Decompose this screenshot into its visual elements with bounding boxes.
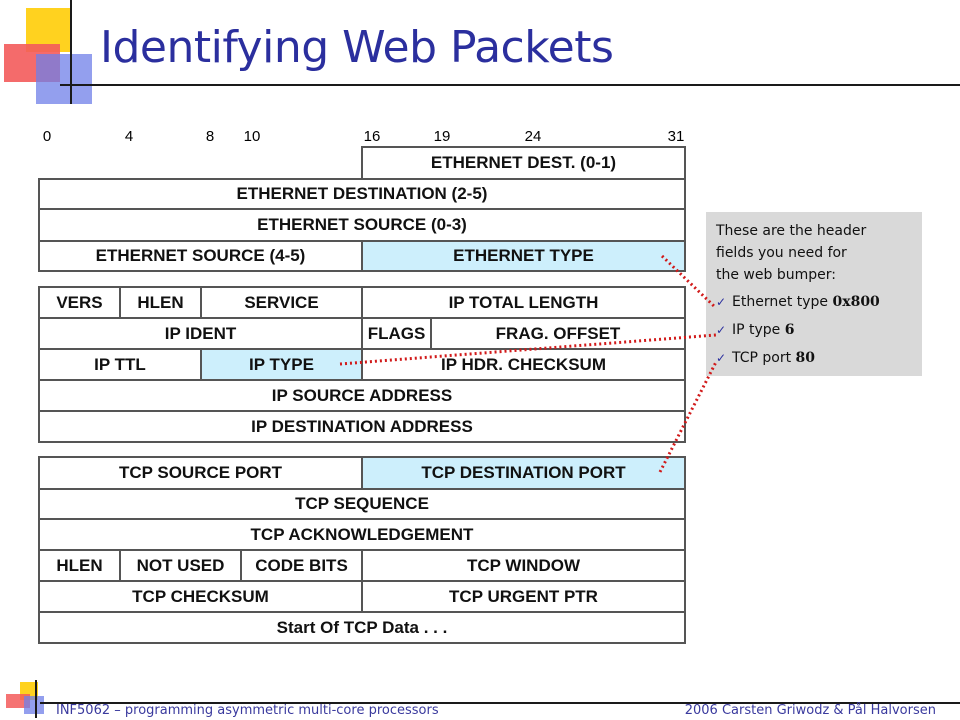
footer-left: INF5062 – programming asymmetric multi-c… (56, 703, 439, 718)
check-icon: ✓ (716, 351, 727, 365)
page-title: Identifying Web Packets (100, 22, 614, 73)
tcp-window: TCP WINDOW (361, 549, 686, 582)
ip-service: SERVICE (200, 286, 363, 319)
callout-item-value: 80 (795, 350, 816, 366)
bit-label: 24 (524, 128, 542, 145)
ip-vers: VERS (38, 286, 121, 319)
callout-intro: These are the header fields you need for… (716, 220, 912, 286)
ip-destination-address: IP DESTINATION ADDRESS (38, 410, 686, 443)
callout-item-ethernet-type: ✓ Ethernet type 0x800 (716, 288, 912, 316)
bit-label: 0 (42, 128, 52, 145)
callout-item-value: 6 (784, 322, 795, 338)
tcp-checksum: TCP CHECKSUM (38, 580, 363, 613)
footer-logo-line (35, 680, 37, 718)
ethernet-dest-0-1: ETHERNET DEST. (0-1) (361, 146, 686, 180)
logo-vertical-line (70, 0, 72, 104)
ip-flags: FLAGS (361, 317, 432, 350)
ethernet-destination-2-5: ETHERNET DESTINATION (2-5) (38, 178, 686, 210)
bit-label: 10 (243, 128, 261, 145)
callout-item-value: 0x800 (832, 294, 880, 310)
ip-total-length: IP TOTAL LENGTH (361, 286, 686, 319)
bit-label: 31 (667, 128, 685, 145)
connector-ip-type (339, 333, 717, 366)
bit-label: 4 (124, 128, 134, 145)
footer-right: 2006 Carsten Griwodz & Pål Halvorsen (684, 703, 936, 718)
tcp-hlen: HLEN (38, 549, 121, 582)
bit-label: 19 (433, 128, 451, 145)
bit-label: 8 (205, 128, 215, 145)
logo-blue-square (36, 54, 92, 104)
callout-item-label: IP type (732, 322, 785, 338)
tcp-sequence: TCP SEQUENCE (38, 488, 686, 520)
ip-type-field: IP TYPE (200, 348, 363, 381)
check-icon: ✓ (716, 323, 727, 337)
title-rule (60, 84, 960, 86)
callout-item-label: TCP port (732, 350, 796, 366)
callout-intro-line: These are the header (716, 223, 867, 239)
callout-intro-line: fields you need for (716, 245, 847, 261)
ip-hdr-checksum: IP HDR. CHECKSUM (361, 348, 686, 381)
connector-ethernet-type (660, 254, 718, 310)
connector-tcp-port (658, 361, 718, 473)
footer-rule (40, 702, 960, 704)
ethernet-type-field: ETHERNET TYPE (361, 240, 686, 272)
bit-label: 16 (363, 128, 381, 145)
callout-item-label: Ethernet type (732, 294, 833, 310)
callout-list: ✓ Ethernet type 0x800 ✓ IP type 6 ✓ TCP por… (716, 288, 912, 372)
ethernet-source-4-5: ETHERNET SOURCE (4-5) (38, 240, 363, 272)
tcp-data-start: Start Of TCP Data . . . (38, 611, 686, 644)
footer-logo-blue (24, 696, 44, 714)
callout-item-ip-type: ✓ IP type 6 (716, 316, 912, 344)
callout-item-tcp-port: ✓ TCP port 80 (716, 344, 912, 372)
tcp-source-port: TCP SOURCE PORT (38, 456, 363, 490)
ip-hlen: HLEN (119, 286, 202, 319)
tcp-not-used: NOT USED (119, 549, 242, 582)
check-icon: ✓ (716, 295, 727, 309)
callout-intro-line: the web bumper: (716, 267, 836, 283)
callout-box: These are the header fields you need for… (706, 212, 922, 376)
